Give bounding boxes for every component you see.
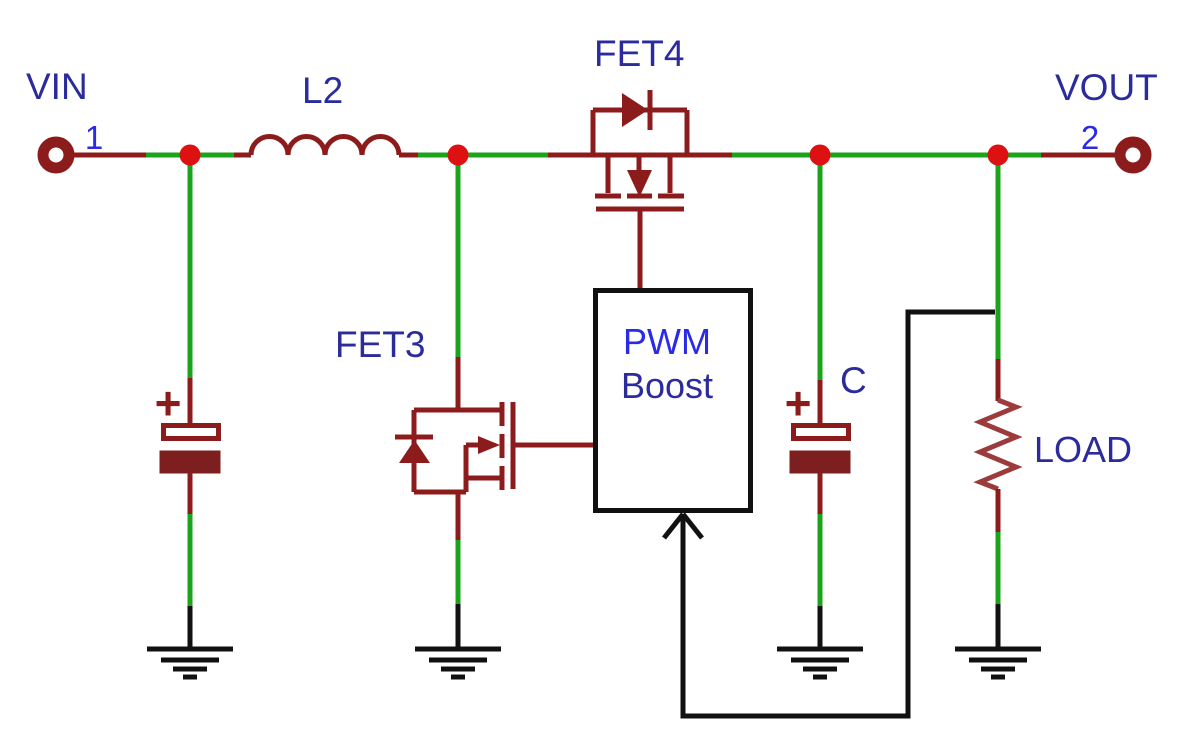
inductor-l2 (248, 134, 402, 156)
capacitor-positive-plate-icon (791, 423, 851, 441)
fet3-body-arrow-icon (478, 436, 500, 454)
label-l2: L2 (302, 70, 343, 111)
terminal-ring-icon (37, 136, 75, 174)
feedback-path (680, 309, 995, 719)
feedback-wire (662, 309, 995, 719)
capacitor-positive-plate-icon (161, 423, 221, 441)
feedback-arrowhead-icon (662, 512, 685, 540)
capacitor-negative-plate-icon (789, 450, 851, 474)
feedback-arrowhead-icon (681, 512, 704, 540)
fet3-diode-triangle-icon (399, 440, 430, 463)
load-branch (973, 155, 1023, 649)
label-load: LOAD (1034, 429, 1132, 470)
labels: VIN 1 L2 FET4 FET3 C LOAD VOUT 2 + + (26, 33, 1158, 470)
ground-symbol-output-cap (777, 646, 863, 680)
vin-terminal (37, 136, 75, 174)
junction-dot-icon (809, 144, 831, 166)
pin-number-2: 2 (1081, 119, 1099, 156)
junction-dot-icon (179, 144, 201, 166)
ground-symbol-fet3 (415, 646, 501, 680)
junction-dots (179, 144, 1009, 166)
label-c: C (840, 360, 867, 401)
output-capacitor-branch (789, 155, 851, 649)
terminal-ring-icon (1114, 136, 1152, 174)
pwm-boost-controller: PWM Boost (593, 288, 753, 513)
controller-label-line2: Boost (621, 365, 713, 406)
ground-symbol-input-cap (147, 646, 233, 680)
controller-box (593, 288, 753, 513)
fet3-mosfet (395, 402, 594, 495)
fet4-mosfet (590, 90, 690, 290)
resistor-zigzag-icon (973, 397, 1023, 492)
inductor-coil-icon (248, 134, 402, 156)
input-capacitor-branch (159, 155, 221, 649)
fet4-body-arrow-icon (627, 170, 652, 197)
output-cap-polarity-plus: + (785, 377, 812, 429)
fet4-diode-triangle-icon (622, 93, 648, 127)
label-fet4: FET4 (594, 33, 684, 74)
label-fet3: FET3 (335, 324, 425, 365)
capacitor-negative-plate-icon (159, 450, 221, 474)
ground-symbol-load (955, 646, 1041, 680)
input-cap-polarity-plus: + (155, 377, 182, 429)
junction-dot-icon (447, 144, 469, 166)
controller-label-line1: PWM (623, 321, 711, 362)
junction-dot-icon (987, 144, 1009, 166)
label-vout: VOUT (1055, 67, 1158, 108)
pin-number-1: 1 (85, 119, 103, 156)
label-vin: VIN (26, 66, 88, 107)
vout-terminal (1114, 136, 1152, 174)
